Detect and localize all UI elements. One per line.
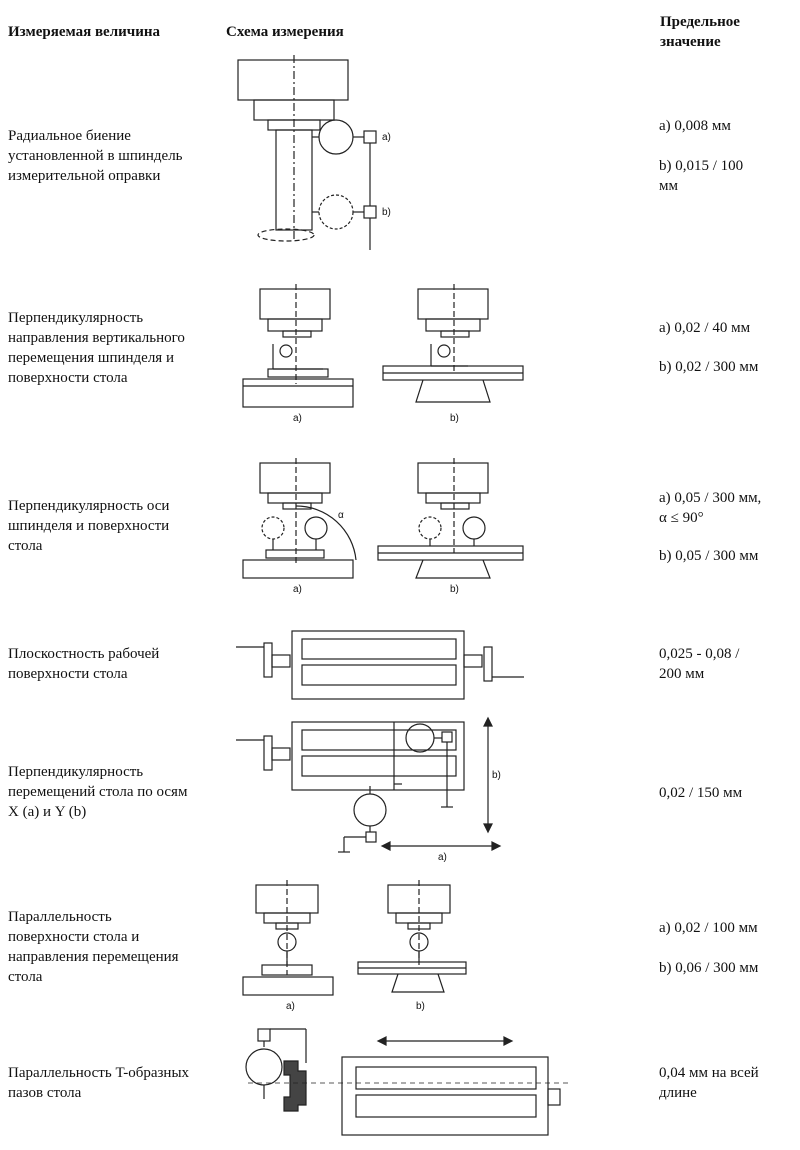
limit-value: 0,04 мм на всей длине <box>659 1065 759 1101</box>
column-header-limit: Предельное значение <box>660 14 740 50</box>
limit-value-b: b) 0,06 / 300 мм <box>659 960 759 976</box>
limit-value: 0,02 / 150 мм <box>659 785 743 801</box>
limit-value: 0,025 - 0,08 / 200 мм <box>659 646 740 682</box>
diagram-label-b: b) <box>450 413 459 424</box>
diagram-radial-runout: a) b) <box>226 55 396 280</box>
quantity-label: Параллельность поверхности стола и напра… <box>8 909 179 985</box>
diagram-label-b: b) <box>382 207 391 218</box>
diagram-surface-travel: a) b) <box>238 880 468 1015</box>
diagram-label-alpha: α <box>338 510 344 521</box>
diagram-label-b: b) <box>492 770 501 781</box>
diagram-label-a: a) <box>438 852 447 863</box>
limit-value-a: a) 0,05 / 300 мм, α ≤ 90° <box>659 490 762 526</box>
limit-value-a: a) 0,02 / 100 мм <box>659 920 758 936</box>
quantity-label: Радиальное биение установленной в шпинде… <box>8 128 183 184</box>
limit-value-b: b) 0,015 / 100 мм <box>659 158 744 194</box>
diagram-spindle-axis: α a) b) <box>238 458 528 603</box>
diagram-label-a: a) <box>286 1001 295 1012</box>
quantity-label: Плоскостность рабочей поверхности стола <box>8 646 160 682</box>
diagram-label-b: b) <box>416 1001 425 1012</box>
quantity-label: Параллельность T-образных пазов стола <box>8 1065 190 1101</box>
column-header-quantity: Измеряемая величина <box>8 24 161 40</box>
column-header-scheme: Схема измерения <box>226 24 344 40</box>
diagram-spindle-travel: a) b) <box>238 284 528 429</box>
quantity-label: Перпендикулярность оси шпинделя и поверх… <box>8 498 170 554</box>
limit-value-b: b) 0,02 / 300 мм <box>659 359 759 375</box>
diagram-table-flatness <box>232 625 532 705</box>
diagram-t-slots <box>240 1025 580 1140</box>
quantity-label: Перпендикулярность перемещений стола по … <box>8 764 188 820</box>
diagram-xy-travel: b) a) <box>232 712 507 872</box>
limit-value-b: b) 0,05 / 300 мм <box>659 548 759 564</box>
limit-value-a: a) 0,008 мм <box>659 118 731 134</box>
diagram-label-a: a) <box>293 413 302 424</box>
diagram-label-a: a) <box>382 132 391 143</box>
diagram-label-a: a) <box>293 584 302 595</box>
limit-value-a: a) 0,02 / 40 мм <box>659 320 751 336</box>
diagram-label-b: b) <box>450 584 459 595</box>
quantity-label: Перпендикулярность направления вертикаль… <box>8 310 185 386</box>
